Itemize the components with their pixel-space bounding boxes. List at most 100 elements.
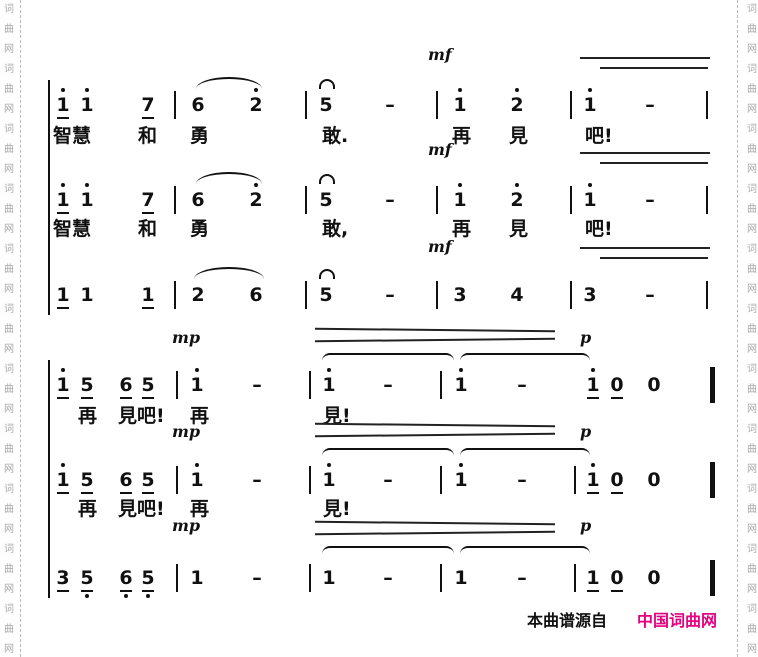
barline — [436, 186, 438, 214]
eighth-underline — [57, 590, 69, 592]
note: 2 — [248, 88, 264, 115]
eighth-underline — [142, 117, 154, 119]
note: 5 — [79, 568, 95, 598]
note: – — [249, 470, 265, 490]
fermata-icon — [319, 269, 335, 279]
slur — [196, 77, 262, 89]
note-digit: 1 — [453, 189, 467, 211]
dynamic-marking-start: mp — [172, 422, 201, 441]
high-octave-dot — [458, 183, 462, 187]
note: 1 — [79, 285, 95, 305]
note-digit: 1 — [583, 189, 597, 211]
note: – — [642, 285, 658, 305]
eighth-underline — [81, 590, 93, 592]
eighth-underline — [120, 590, 132, 592]
tie-slur — [460, 353, 590, 365]
eighth-underline — [81, 397, 93, 399]
note-digit: 1 — [141, 284, 155, 306]
watermark-text: 词曲网 — [747, 544, 757, 595]
watermark-text: 词曲网 — [4, 604, 14, 655]
eighth-underline — [57, 212, 69, 214]
note-digit: – — [385, 94, 395, 116]
eighth-underline — [142, 397, 154, 399]
note-digit: 3 — [56, 567, 70, 589]
note: 1 — [321, 368, 337, 396]
note: – — [380, 375, 396, 395]
note-digit: – — [385, 189, 395, 211]
credit-site-link[interactable]: 中国词曲网 — [637, 611, 718, 630]
lyric: 見 — [509, 218, 529, 240]
note-digit: 6 — [191, 94, 205, 116]
note-digit: – — [252, 374, 262, 396]
watermark-text: 词曲网 — [747, 244, 757, 295]
note-digit: – — [517, 374, 527, 396]
decrescendo-line — [580, 247, 710, 249]
note: 1 — [582, 183, 598, 211]
note: 3 — [582, 285, 598, 305]
barline — [174, 186, 176, 214]
note-digit: 1 — [56, 94, 70, 116]
note: – — [642, 190, 658, 210]
note: – — [382, 95, 398, 115]
note: – — [514, 568, 530, 588]
note: 5 — [318, 269, 335, 305]
note-digit: 0 — [610, 469, 624, 491]
note-digit: – — [252, 469, 262, 491]
lyric: 敢, — [322, 218, 349, 240]
note-digit: 4 — [510, 284, 524, 306]
note: 4 — [509, 285, 525, 305]
barline — [440, 371, 442, 399]
note: 0 — [609, 375, 625, 399]
note-digit: – — [383, 374, 393, 396]
lyric: 再 — [452, 218, 472, 240]
barline — [574, 564, 576, 592]
tie-line — [600, 257, 708, 259]
note: 1 — [452, 183, 468, 211]
note-digit: 6 — [119, 374, 133, 396]
note-digit: 1 — [322, 374, 336, 396]
note: 1 — [55, 463, 71, 494]
note: 1 — [453, 568, 469, 588]
note-digit: 2 — [249, 189, 263, 211]
decrescendo-line — [580, 57, 710, 59]
note: 5 — [79, 375, 95, 399]
eighth-underline — [611, 590, 623, 592]
note: 2 — [248, 183, 264, 211]
barline — [570, 91, 572, 119]
note-digit: 1 — [56, 189, 70, 211]
note-digit: – — [517, 469, 527, 491]
lyric: 勇 — [190, 218, 210, 240]
dynamic-marking-end: p — [580, 422, 592, 441]
note: – — [380, 568, 396, 588]
note: 5 — [140, 470, 156, 494]
watermark-text: 词曲网 — [747, 304, 757, 355]
note-digit: 5 — [80, 469, 94, 491]
watermark-text: 词曲网 — [4, 544, 14, 595]
note-digit: 1 — [56, 469, 70, 491]
note-digit: 1 — [190, 374, 204, 396]
eighth-underline — [611, 492, 623, 494]
dynamic-marking: mf — [428, 237, 452, 256]
tie-slur — [322, 353, 454, 365]
decrescendo-hairpin-lower — [314, 432, 556, 438]
watermark-text: 词曲网 — [4, 304, 14, 355]
note-digit: 2 — [510, 189, 524, 211]
note-digit: 0 — [610, 567, 624, 589]
lyric: 見吧! — [118, 498, 165, 520]
watermark-text: 词曲网 — [747, 424, 757, 475]
note: 7 — [140, 95, 156, 119]
note-digit: 3 — [453, 284, 467, 306]
barline — [305, 186, 307, 214]
note: 1 — [55, 285, 71, 309]
note: 3 — [55, 567, 71, 592]
note: 0 — [646, 470, 662, 490]
note: 6 — [190, 95, 206, 115]
dynamic-marking: mf — [428, 45, 452, 64]
fermata-icon — [319, 174, 335, 184]
decrescendo-hairpin-upper — [314, 520, 556, 526]
note: 0 — [646, 568, 662, 588]
note: 1 — [140, 284, 156, 309]
tie-slur — [460, 448, 590, 460]
high-octave-dot — [515, 88, 519, 92]
lyric: 再 — [452, 125, 472, 147]
